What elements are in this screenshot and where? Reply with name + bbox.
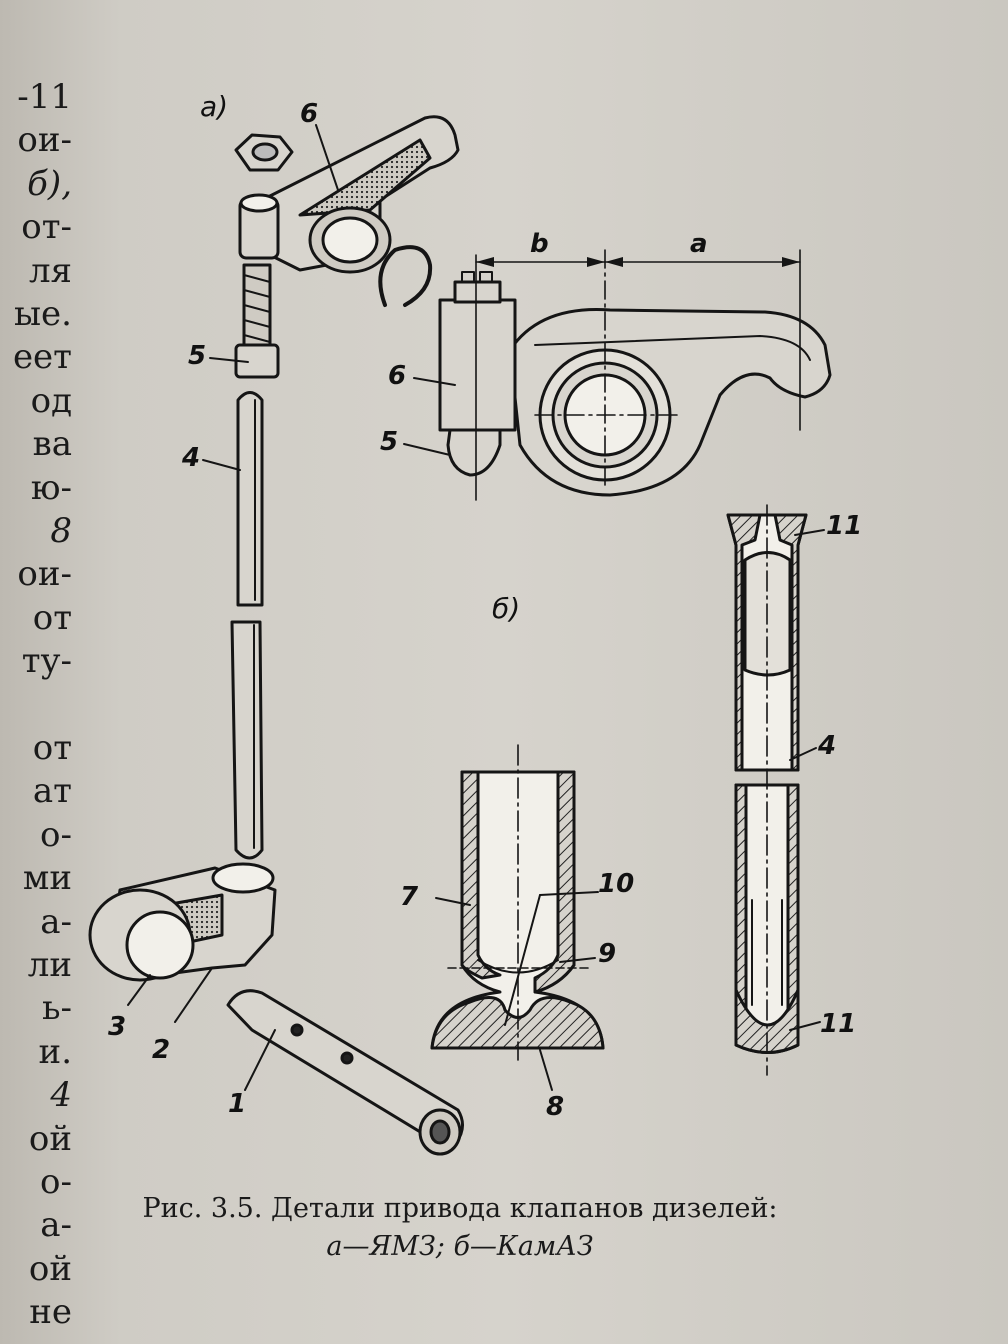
caption-line-1: Рис. 3.5. Детали привода клапанов дизеле…	[142, 1193, 778, 1224]
dimension-arrows	[476, 257, 800, 267]
push-rod-part	[230, 391, 264, 860]
label-4-right: 4	[817, 731, 836, 761]
margin-line: а-	[40, 901, 72, 942]
label-4-left: 4	[181, 443, 200, 473]
part-a-label: а)	[200, 90, 228, 123]
figure-caption: Рис. 3.5. Детали привода клапанов дизеле…	[80, 1190, 840, 1266]
axle-part	[226, 989, 464, 1156]
lower-lever-part	[88, 862, 277, 982]
label-9: 9	[598, 939, 616, 969]
dimension-b-label: b	[530, 229, 549, 259]
margin-line: ту-	[21, 641, 72, 682]
label-8: 8	[546, 1092, 564, 1122]
margin-line: -11	[17, 77, 72, 117]
margin-line: ли	[27, 945, 72, 985]
dimension-a-label: a	[690, 229, 708, 259]
margin-line: еет	[12, 337, 72, 378]
margin-line: ми	[22, 858, 72, 899]
retaining-ring-part	[378, 245, 433, 307]
margin-line: ои-	[17, 554, 72, 595]
rocker-centerlines	[475, 249, 801, 501]
leader-lines	[127, 124, 825, 1091]
adjusting-screw-part	[234, 263, 280, 379]
label-10: 10	[598, 869, 634, 899]
label-3: 3	[108, 1012, 126, 1042]
label-6-top: 6	[300, 99, 318, 129]
margin-line: ые.	[14, 294, 72, 334]
label-5-left: 5	[188, 341, 206, 371]
label-11-bottom: 11	[820, 1009, 856, 1039]
label-2: 2	[152, 1035, 170, 1065]
margin-line: ои-	[17, 120, 72, 161]
margin-line: ля	[28, 250, 72, 291]
rocker-arm-dimensioned-part	[438, 271, 832, 497]
margin-line: от-	[21, 207, 72, 248]
margin-line: б),	[27, 163, 72, 204]
label-11-top: 11	[826, 511, 862, 541]
margin-line: а-	[40, 1205, 72, 1246]
margin-line: и.	[38, 1031, 72, 1072]
label-1: 1	[228, 1089, 246, 1119]
margin-line: од	[30, 380, 72, 421]
margin-line: не	[29, 1292, 72, 1333]
label-6-rocker: 6	[388, 361, 406, 391]
margin-line: ю-	[30, 467, 72, 508]
margin-line: о-	[40, 814, 72, 855]
label-5-rocker: 5	[380, 427, 398, 457]
margin-line: 4	[50, 1075, 72, 1116]
margin-line: ой	[28, 1248, 72, 1289]
margin-line: о-	[40, 1162, 72, 1202]
upper-rocker-arm-part	[238, 115, 460, 274]
margin-line: от	[32, 728, 72, 768]
margin-line: ой	[28, 1118, 72, 1159]
nut-part	[234, 133, 294, 172]
margin-line: ва	[32, 424, 72, 465]
margin-line: 8	[50, 511, 72, 551]
margin-line: ат	[32, 771, 72, 812]
label-7: 7	[400, 882, 419, 912]
part-b-label: б)	[492, 592, 520, 625]
margin-line: ь-	[42, 988, 72, 1029]
caption-line-2: а—ЯМЗ; б—КамАЗ	[326, 1231, 594, 1262]
margin-line: от	[32, 597, 72, 638]
